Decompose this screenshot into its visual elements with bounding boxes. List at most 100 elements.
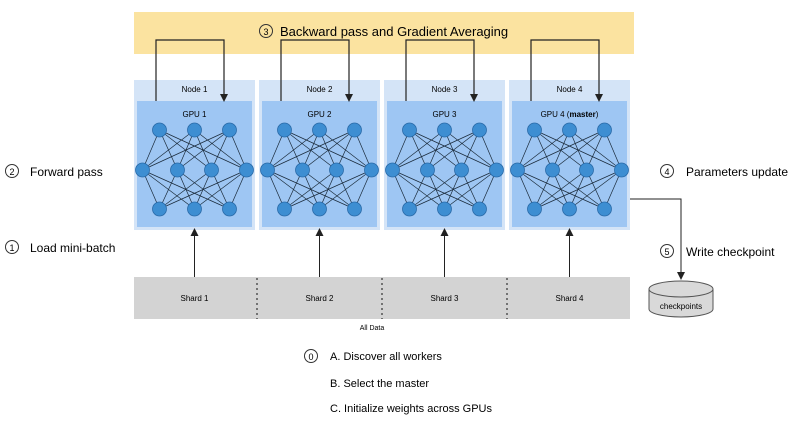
- neuron: [597, 201, 612, 217]
- gpu-label-text: GPU 4 (: [541, 110, 570, 119]
- step-2-circle: [5, 164, 19, 178]
- network-edge: [142, 129, 230, 171]
- network-edge: [142, 129, 195, 171]
- network-edge: [409, 169, 497, 210]
- neuron: [170, 162, 185, 178]
- neuron: [402, 201, 417, 217]
- neuron: [527, 122, 542, 138]
- neuron: [545, 162, 560, 178]
- network-edge: [194, 169, 247, 210]
- network-edge: [517, 129, 570, 171]
- gradient-loop-arrowhead: [595, 94, 603, 102]
- network-edge: [284, 169, 337, 210]
- gpu-master-tag: master: [569, 110, 595, 119]
- node-3-label: Node 3: [432, 85, 458, 94]
- gradient-loop-arrowhead: [220, 94, 228, 102]
- neural-network-1: [135, 122, 254, 217]
- neuron: [614, 162, 629, 178]
- neuron: [222, 201, 237, 217]
- node-2-label: Node 2: [307, 85, 333, 94]
- shard-2-label: Shard 2: [305, 294, 334, 303]
- neuron: [135, 162, 150, 178]
- gpu-3-label: GPU 3: [432, 110, 457, 119]
- gpu-label-text: GPU 1: [182, 110, 207, 119]
- neuron: [510, 162, 525, 178]
- gpu-label-text: GPU 2: [307, 110, 332, 119]
- step-4-circle: [660, 164, 674, 178]
- neuron: [222, 122, 237, 138]
- neuron: [437, 201, 452, 217]
- step-5-circle: [660, 244, 674, 258]
- gpu-4-label: GPU 4 (master): [541, 110, 599, 119]
- network-edge: [444, 169, 497, 210]
- step-0-number: 0: [308, 352, 313, 362]
- gradient-loops-layer: [155, 39, 603, 277]
- init-step-c: C. Initialize weights across GPUs: [330, 403, 492, 415]
- neural-network-2: [260, 122, 379, 217]
- network-edge: [392, 129, 480, 171]
- neuron: [385, 162, 400, 178]
- network-edge: [534, 169, 587, 210]
- write-checkpoint-label: Write checkpoint: [686, 245, 775, 259]
- neuron: [472, 201, 487, 217]
- load-arrowhead: [565, 228, 574, 236]
- neuron: [152, 122, 167, 138]
- neuron: [597, 122, 612, 138]
- neuron: [527, 201, 542, 217]
- network-edge: [392, 129, 445, 171]
- step-3-number: 3: [263, 27, 268, 37]
- network-edge: [159, 169, 212, 210]
- load-arrowhead: [190, 228, 199, 236]
- neuron: [347, 122, 362, 138]
- gradient-loop-1: [155, 39, 225, 101]
- neuron: [152, 201, 167, 217]
- neuron: [437, 122, 452, 138]
- gradient-loop-2: [280, 39, 350, 101]
- neuron: [472, 122, 487, 138]
- network-edge: [427, 129, 480, 171]
- gpu-1-label: GPU 1: [182, 110, 207, 119]
- shard-1-label: Shard 1: [180, 294, 209, 303]
- network-edge: [267, 129, 355, 171]
- neuron: [562, 122, 577, 138]
- neuron: [454, 162, 469, 178]
- network-edge: [177, 129, 230, 171]
- step-3-circle: [259, 24, 273, 38]
- network-edge: [319, 169, 372, 210]
- checkpoint-arrowhead: [677, 272, 685, 280]
- load-arrowhead: [315, 228, 324, 236]
- gradient-loop-arrowhead: [470, 94, 478, 102]
- neuron: [295, 162, 310, 178]
- neuron: [489, 162, 504, 178]
- step-5-number: 5: [664, 247, 669, 257]
- neuron: [277, 122, 292, 138]
- step-1-number: 1: [9, 243, 14, 253]
- network-edge: [409, 169, 462, 210]
- neuron: [260, 162, 275, 178]
- step-1-circle: [5, 240, 19, 254]
- neuron: [579, 162, 594, 178]
- step-2-number: 2: [9, 167, 14, 177]
- network-edge: [534, 169, 622, 210]
- neural-network-4: [510, 122, 629, 217]
- network-edge: [284, 169, 372, 210]
- all-data-label: All Data: [360, 325, 385, 332]
- backward-pass-banner: [134, 12, 634, 54]
- neural-network-3: [385, 122, 504, 217]
- neuron: [402, 122, 417, 138]
- neuron: [187, 122, 202, 138]
- neuron: [329, 162, 344, 178]
- banner-label: Backward pass and Gradient Averaging: [280, 24, 508, 39]
- neuron: [364, 162, 379, 178]
- network-edge: [517, 129, 605, 171]
- gpu-label-suffix: ): [596, 110, 599, 119]
- network-edge: [159, 169, 247, 210]
- load-arrowhead: [440, 228, 449, 236]
- neuron: [420, 162, 435, 178]
- neuron: [312, 201, 327, 217]
- neuron: [239, 162, 254, 178]
- init-step-a: A. Discover all workers: [330, 351, 442, 363]
- network-edge: [569, 169, 622, 210]
